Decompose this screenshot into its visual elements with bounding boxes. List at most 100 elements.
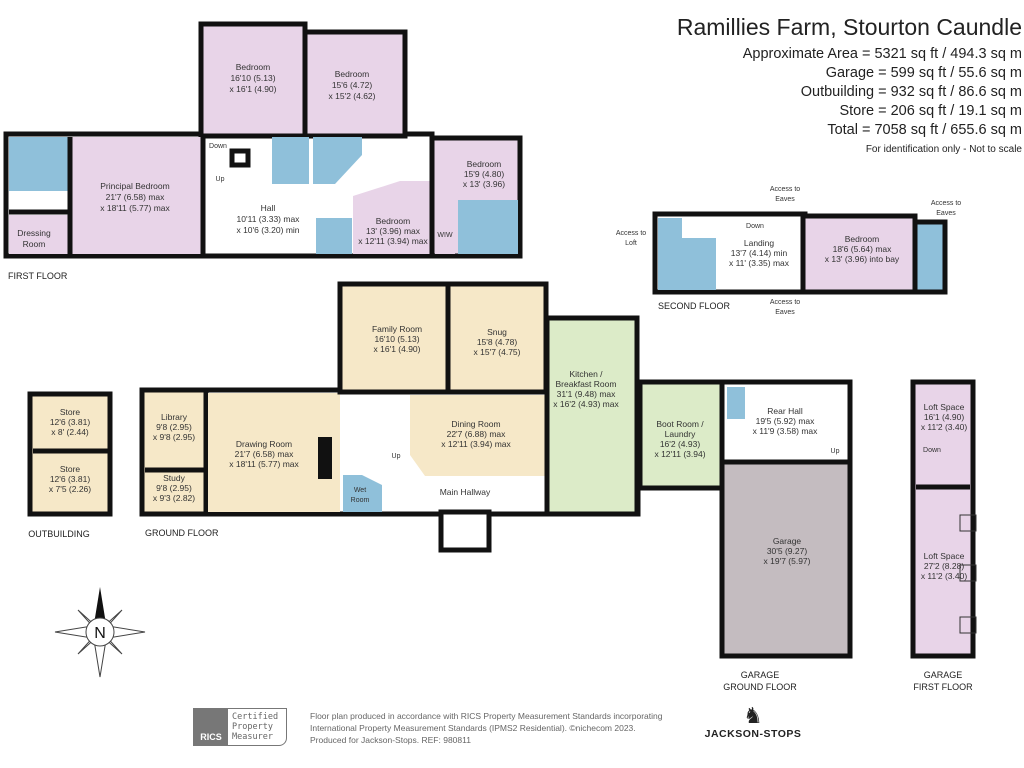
area-line: Approximate Area = 5321 sq ft / 494.3 sq… xyxy=(742,46,1022,62)
store-2-dim: 12'6 (3.81) xyxy=(50,474,91,484)
rics-logo: RICS xyxy=(194,709,228,745)
dining-room-label: Dining Room xyxy=(451,419,500,429)
bedroom-5-label: Bedroom xyxy=(845,234,880,244)
room-bathroom-hall-2 xyxy=(313,137,362,184)
garage-dim: 30'5 (9.27) xyxy=(767,546,808,556)
access-loft-label: Loft xyxy=(625,240,637,247)
garage-dim: x 19'7 (5.97) xyxy=(764,556,811,566)
roof-window xyxy=(959,564,977,582)
room-bathroom-second xyxy=(682,238,716,290)
library-label: Library xyxy=(161,412,188,422)
roof-window xyxy=(959,616,977,634)
boot-room-label: Boot Room / xyxy=(656,419,704,429)
rear-hall-dim: 19'5 (5.92) max xyxy=(756,416,816,426)
bedroom-4-label: Bedroom xyxy=(467,159,502,169)
stairs-down-label: Down xyxy=(746,223,764,230)
bedroom-1-dim: 16'10 (5.13) xyxy=(230,73,275,83)
access-eaves-label: Access to xyxy=(931,200,961,207)
outbuilding: Store 12'6 (3.81) x 8' (2.44) Store 12'6… xyxy=(27,391,113,539)
wet-room-label: Wet xyxy=(354,487,366,494)
room-loft-space xyxy=(910,379,976,659)
garage-first-label: FIRST FLOOR xyxy=(913,682,973,692)
main-hallway-label: Main Hallway xyxy=(440,487,491,497)
access-eaves-label: Eaves xyxy=(775,309,795,316)
room-boot-laundry xyxy=(637,379,725,491)
property-title: Ramillies Farm, Stourton Caundle xyxy=(676,14,1022,40)
bedroom-3-dim: x 12'11 (3.94) max xyxy=(358,236,428,246)
room-wc xyxy=(727,387,745,419)
hall-label: Hall xyxy=(261,203,276,213)
principal-bedroom-dim: 21'7 (6.58) max xyxy=(106,192,166,202)
stairs-up-label: Up xyxy=(392,453,401,460)
snug-dim: x 15'7 (4.75) xyxy=(474,347,521,357)
kitchen-label: Breakfast Room xyxy=(556,379,617,389)
kitchen-label: Kitchen / xyxy=(569,369,603,379)
dining-room-dim: x 12'11 (3.94) max xyxy=(441,439,511,449)
store-1-label: Store xyxy=(60,407,81,417)
bedroom-2-label: Bedroom xyxy=(335,69,370,79)
room-bathroom-principal xyxy=(9,137,69,191)
first-floor: Bedroom 16'10 (5.13) x 16'1 (4.90) Bedro… xyxy=(3,21,523,281)
principal-bedroom-label: Principal Bedroom xyxy=(100,181,169,191)
disclaimer-line: International Property Measurement Stand… xyxy=(310,723,636,733)
room-dressing xyxy=(9,215,69,254)
roof-window xyxy=(959,514,977,532)
second-floor: Landing 13'7 (4.14) min x 11' (3.35) max… xyxy=(616,186,961,316)
kitchen-dim: x 16'2 (4.93) max xyxy=(553,399,619,409)
area-line: Outbuilding = 932 sq ft / 86.6 sq m xyxy=(800,84,1022,100)
area-line: Total = 7058 sq ft / 655.6 sq m xyxy=(827,122,1022,138)
drawing-room-label: Drawing Room xyxy=(236,439,292,449)
compass-north-label: N xyxy=(94,625,106,642)
landing-dim: x 11' (3.35) max xyxy=(729,258,790,268)
access-eaves-label: Eaves xyxy=(936,210,956,217)
bedroom-3-label: Bedroom xyxy=(376,216,411,226)
room-bedroom-5 xyxy=(800,213,918,295)
loft-2-dim: x 11'2 (3.40) xyxy=(921,571,968,581)
landing-label: Landing xyxy=(744,238,775,248)
room-ensuite-4 xyxy=(458,200,518,254)
library-dim: 9'8 (2.95) xyxy=(156,422,192,432)
study-dim: x 9'3 (2.82) xyxy=(153,493,195,503)
library-dim: x 9'8 (2.95) xyxy=(153,432,195,442)
bedroom-4-dim: x 13' (3.96) xyxy=(463,179,505,189)
disclaimer: Floor plan produced in accordance with R… xyxy=(310,710,730,746)
bedroom-5-dim: x 13' (3.96) into bay xyxy=(825,254,900,264)
boot-room-dim: x 12'11 (3.94) xyxy=(654,449,705,459)
bedroom-1-label: Bedroom xyxy=(236,62,271,72)
bedroom-2-dim: x 15'2 (4.62) xyxy=(329,91,376,101)
wet-room-label: Room xyxy=(351,497,370,504)
access-eaves-label: Eaves xyxy=(775,196,795,203)
brand-name: JACKSON-STOPS xyxy=(704,728,802,740)
cert-line: Certified xyxy=(232,712,279,722)
compass-icon: N xyxy=(54,587,146,678)
dining-room-dim: 22'7 (6.88) max xyxy=(447,429,507,439)
room-garage xyxy=(719,459,853,659)
garage-ground-label: GARAGE xyxy=(741,670,780,680)
kitchen-dim: 31'1 (9.48) max xyxy=(557,389,617,399)
store-2-label: Store xyxy=(60,464,81,474)
stairs-up-label: Up xyxy=(216,176,225,183)
room-library-study xyxy=(139,387,209,517)
footer: RICS Certified Property Measurer Floor p… xyxy=(193,704,833,748)
jackson-stops-logo: ♞ JACKSON-STOPS xyxy=(698,703,808,741)
porch xyxy=(438,509,492,553)
rics-badge: RICS Certified Property Measurer xyxy=(193,708,287,746)
cert-line: Measurer xyxy=(232,732,273,742)
fireplace xyxy=(318,437,332,479)
loft-2-label: Loft Space xyxy=(924,551,965,561)
bedroom-4-dim: 15'9 (4.80) xyxy=(464,169,505,179)
room-bedroom-2 xyxy=(302,29,408,139)
loft-1-dim: x 11'2 (3.40) xyxy=(921,422,968,432)
loft-1-dim: 16'1 (4.90) xyxy=(924,412,965,422)
fox-icon: ♞ xyxy=(743,703,763,728)
dressing-room-label: Dressing xyxy=(17,228,51,238)
room-bathroom-hall-1 xyxy=(272,137,309,184)
family-room-dim: 16'10 (5.13) xyxy=(374,334,419,344)
store-2-dim: x 7'5 (2.26) xyxy=(49,484,91,494)
first-floor-label: FIRST FLOOR xyxy=(8,271,68,281)
boot-room-label: Laundry xyxy=(665,429,696,439)
second-floor-label: SECOND FLOOR xyxy=(658,301,731,311)
room-wet xyxy=(343,475,382,512)
stairs-up-label: Up xyxy=(831,448,840,455)
